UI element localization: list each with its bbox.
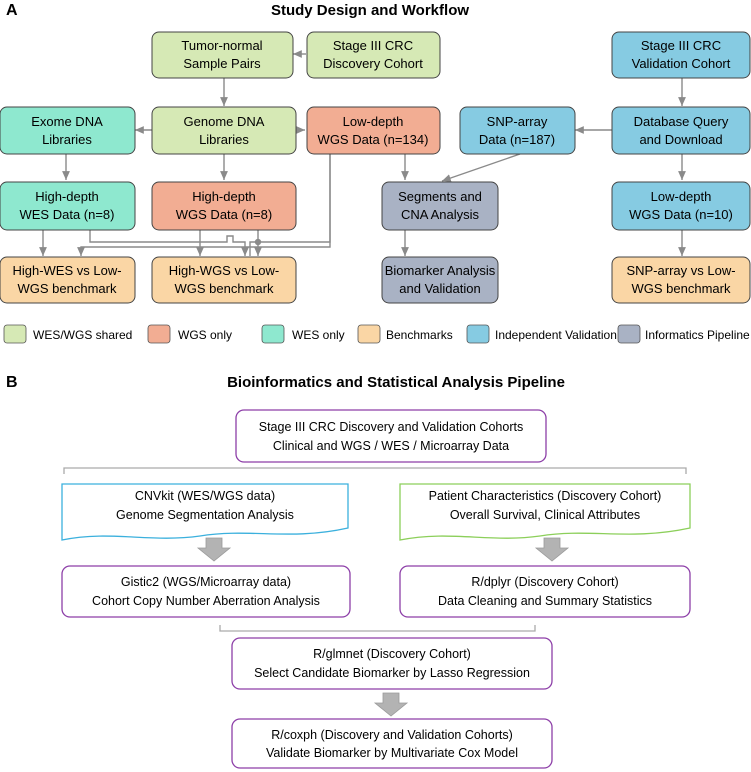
svg-text:Stage III CRC Discovery and Va: Stage III CRC Discovery and Validation C…	[259, 420, 523, 434]
svg-text:Gistic2 (WGS/Microarray data): Gistic2 (WGS/Microarray data)	[121, 575, 291, 589]
box-top-cohorts: Stage III CRC Discovery and Validation C…	[235, 409, 547, 463]
panel-b-letter: B	[6, 374, 18, 391]
node-segments-cna: Segments and CNA Analysis	[381, 181, 499, 231]
node-hd-wes: High-depth WES Data (n=8)	[0, 181, 136, 231]
box-gistic2: Gistic2 (WGS/Microarray data) Cohort Cop…	[61, 565, 351, 618]
svg-text:Data (n=187): Data (n=187)	[479, 132, 555, 147]
box-patient-characteristics: Patient Characteristics (Discovery Cohor…	[399, 483, 691, 541]
node-exome-libraries: Exome DNA Libraries	[0, 106, 136, 155]
node-validation-cohort: Stage III CRC Validation Cohort	[611, 31, 751, 79]
node-biomarker: Biomarker Analysis and Validation	[381, 256, 499, 304]
svg-text:R/dplyr (Discovery Cohort): R/dplyr (Discovery Cohort)	[471, 575, 618, 589]
panel-b-brackets	[63, 467, 687, 632]
svg-text:R/coxph (Discovery and Validat: R/coxph (Discovery and Validation Cohort…	[271, 728, 513, 742]
svg-text:SNP-array: SNP-array	[487, 114, 548, 129]
svg-text:High-depth: High-depth	[192, 189, 256, 204]
svg-text:Informatics Pipeline: Informatics Pipeline	[645, 328, 750, 342]
svg-text:CNA Analysis: CNA Analysis	[401, 207, 480, 222]
svg-text:Overall Survival, Clinical Att: Overall Survival, Clinical Attributes	[450, 508, 640, 522]
legend-item-shared: WES/WGS shared	[3, 324, 132, 344]
svg-text:Biomarker Analysis: Biomarker Analysis	[385, 263, 496, 278]
svg-text:WGS Data (n=8): WGS Data (n=8)	[176, 207, 272, 222]
panel-a-connectors	[39, 50, 686, 256]
svg-text:WGS only: WGS only	[178, 328, 232, 342]
svg-text:Validate Biomarker by Multivar: Validate Biomarker by Multivariate Cox M…	[266, 746, 518, 760]
svg-text:Low-depth: Low-depth	[651, 189, 712, 204]
svg-text:Database Query: Database Query	[634, 114, 729, 129]
node-bench-wgs: High-WGS vs Low- WGS benchmark	[151, 256, 297, 304]
box-dplyr: R/dplyr (Discovery Cohort) Data Cleaning…	[399, 565, 691, 618]
svg-text:R/glmnet (Discovery Cohort): R/glmnet (Discovery Cohort)	[313, 647, 471, 661]
svg-text:Sample Pairs: Sample Pairs	[183, 56, 261, 71]
svg-text:Clinical and WGS / WES / Micro: Clinical and WGS / WES / Microarray Data	[273, 439, 509, 453]
arrow-down-icon	[196, 537, 232, 562]
legend-item-informatics: Informatics Pipeline	[617, 324, 750, 344]
svg-text:Patient Characteristics (Disco: Patient Characteristics (Discovery Cohor…	[429, 489, 662, 503]
svg-text:Select Candidate Biomarker by: Select Candidate Biomarker by Lasso Regr…	[254, 666, 530, 680]
legend-item-wes-only: WES only	[261, 324, 345, 344]
svg-text:High-depth: High-depth	[35, 189, 99, 204]
box-cnvkit: CNVkit (WES/WGS data) Genome Segmentatio…	[61, 483, 349, 541]
svg-text:Stage III CRC: Stage III CRC	[333, 38, 413, 53]
svg-text:and Download: and Download	[639, 132, 722, 147]
node-bench-wes: High-WES vs Low- WGS benchmark	[0, 256, 136, 304]
svg-text:WGS benchmark: WGS benchmark	[632, 281, 731, 296]
svg-text:CNVkit (WES/WGS data): CNVkit (WES/WGS data)	[135, 489, 275, 503]
node-genome-libraries: Genome DNA Libraries	[151, 106, 297, 155]
svg-text:Tumor-normal: Tumor-normal	[181, 38, 262, 53]
svg-text:WES Data (n=8): WES Data (n=8)	[19, 207, 114, 222]
svg-text:Cohort Copy Number Aberration: Cohort Copy Number Aberration Analysis	[92, 594, 320, 608]
legend: WES/WGS shared WGS only WES only Benchma…	[3, 324, 750, 344]
panel-a-title: Study Design and Workflow	[271, 2, 469, 19]
svg-text:Data Cleaning and Summary Stat: Data Cleaning and Summary Statistics	[438, 594, 652, 608]
svg-text:WGS benchmark: WGS benchmark	[18, 281, 117, 296]
svg-text:Low-depth: Low-depth	[343, 114, 404, 129]
svg-text:and Validation: and Validation	[399, 281, 480, 296]
node-hd-wgs: High-depth WGS Data (n=8)	[151, 181, 297, 231]
svg-text:SNP-array vs Low-: SNP-array vs Low-	[626, 263, 735, 278]
svg-text:WES only: WES only	[292, 328, 345, 342]
node-lowwgs-134: Low-depth WGS Data (n=134)	[306, 106, 441, 155]
node-bench-snp: SNP-array vs Low- WGS benchmark	[611, 256, 751, 304]
svg-text:Libraries: Libraries	[42, 132, 92, 147]
arrow-down-icon	[534, 537, 570, 562]
legend-item-benchmarks: Benchmarks	[357, 324, 453, 344]
svg-text:Validation Cohort: Validation Cohort	[632, 56, 731, 71]
svg-text:Segments and: Segments and	[398, 189, 482, 204]
panel-b-arrows	[196, 537, 570, 717]
svg-text:Exome DNA: Exome DNA	[31, 114, 103, 129]
panel-a-letter: A	[6, 2, 18, 19]
svg-text:Discovery Cohort: Discovery Cohort	[323, 56, 423, 71]
arrow-down-icon	[373, 692, 409, 717]
node-discovery-cohort: Stage III CRC Discovery Cohort	[306, 31, 441, 79]
svg-text:WGS Data (n=10): WGS Data (n=10)	[629, 207, 733, 222]
node-lowwgs-10: Low-depth WGS Data (n=10)	[611, 181, 751, 231]
node-database-query: Database Query and Download	[611, 106, 751, 155]
svg-text:Independent Validation: Independent Validation	[495, 328, 617, 342]
node-snp-array: SNP-array Data (n=187)	[459, 106, 576, 155]
legend-item-validation: Independent Validation	[466, 324, 617, 344]
svg-text:WES/WGS shared: WES/WGS shared	[33, 328, 132, 342]
svg-text:Stage III CRC: Stage III CRC	[641, 38, 721, 53]
panel-b-title: Bioinformatics and Statistical Analysis …	[227, 374, 565, 391]
svg-text:Genome Segmentation Analysis: Genome Segmentation Analysis	[116, 508, 294, 522]
svg-text:High-WES vs Low-: High-WES vs Low-	[12, 263, 121, 278]
legend-item-wgs-only: WGS only	[147, 324, 232, 344]
svg-text:Libraries: Libraries	[199, 132, 249, 147]
svg-text:High-WGS vs Low-: High-WGS vs Low-	[169, 263, 280, 278]
node-tumor-pairs: Tumor-normal Sample Pairs	[151, 31, 294, 79]
svg-text:WGS Data (n=134): WGS Data (n=134)	[318, 132, 429, 147]
svg-text:Benchmarks: Benchmarks	[386, 328, 453, 342]
svg-text:Genome DNA: Genome DNA	[184, 114, 265, 129]
box-glmnet: R/glmnet (Discovery Cohort) Select Candi…	[231, 637, 553, 690]
svg-text:WGS benchmark: WGS benchmark	[175, 281, 274, 296]
box-coxph: R/coxph (Discovery and Validation Cohort…	[231, 718, 553, 769]
